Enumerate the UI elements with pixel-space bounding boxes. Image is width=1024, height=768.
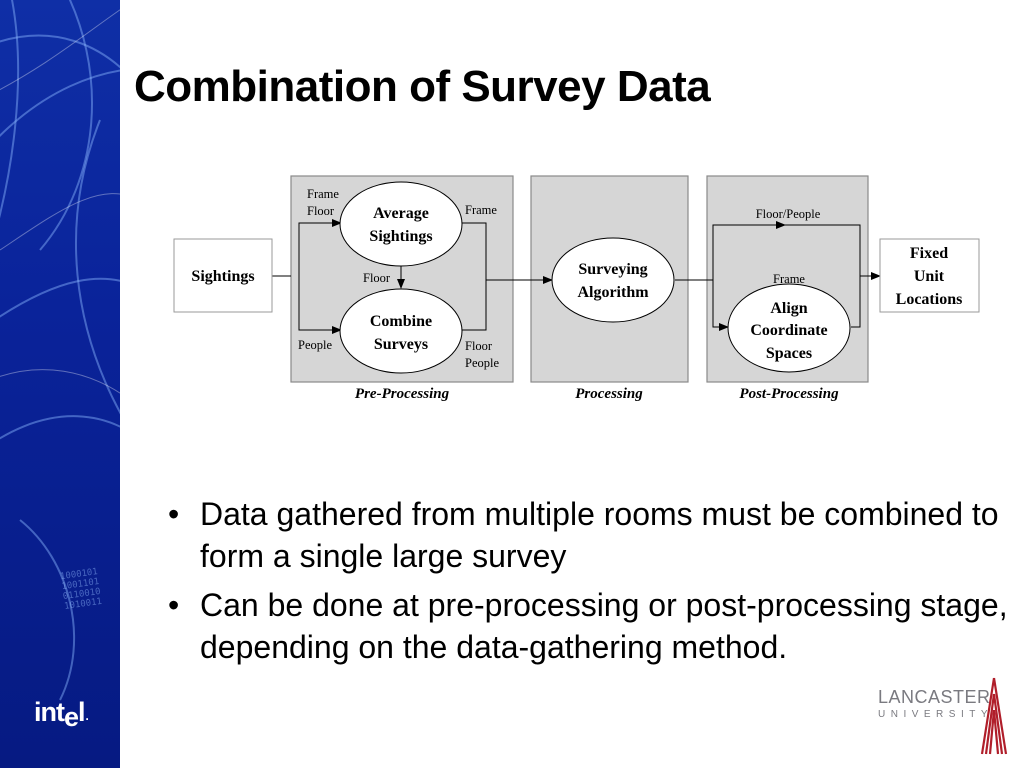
stage-label-post-processing: Post-Processing — [739, 386, 839, 402]
stage-label-processing: Processing — [575, 386, 643, 402]
swirl-decoration — [0, 0, 120, 701]
bullet-glyph: • — [168, 496, 180, 532]
edge-label-frame-post: Frame — [773, 272, 805, 286]
slide-title: Combination of Survey Data — [134, 62, 711, 111]
node-combine-surveys: Combine Surveys — [339, 288, 463, 374]
bullet-list: • Data gathered from multiple rooms must… — [168, 493, 1008, 675]
stage-label-pre-processing: Pre-Processing — [355, 386, 450, 402]
edge-label-frame: Frame — [307, 187, 339, 201]
svg-text:Fixed: Fixed — [910, 245, 948, 262]
edge-label-floor: Floor — [307, 204, 335, 218]
edge-label-floor-down: Floor — [363, 271, 391, 285]
svg-text:Locations: Locations — [896, 291, 963, 308]
svg-text:Surveying: Surveying — [578, 261, 647, 278]
svg-text:Combine: Combine — [370, 313, 432, 330]
bullet-text: Can be done at pre-processing or post-pr… — [200, 587, 1008, 665]
node-surveying-algorithm: Surveying Algorithm — [551, 237, 675, 323]
svg-text:Spaces: Spaces — [766, 345, 812, 362]
edge-label-people: People — [298, 338, 332, 352]
edge-label-floor-people: Floor/People — [756, 207, 821, 221]
svg-text:Average: Average — [373, 205, 429, 222]
flow-diagram: Sightings Average Sightings Combine Surv… — [173, 175, 980, 402]
svg-text:Align: Align — [770, 300, 807, 317]
bullet-glyph: • — [168, 587, 180, 623]
svg-text:Surveys: Surveys — [374, 336, 428, 353]
edge-pre-loop — [462, 222, 487, 331]
bullet-item: • Data gathered from multiple rooms must… — [168, 493, 1008, 577]
edge-from-align — [851, 276, 861, 328]
bullet-item: • Can be done at pre-processing or post-… — [168, 584, 1008, 668]
university-name: LANCASTER — [878, 687, 991, 707]
svg-text:Sightings: Sightings — [369, 228, 432, 245]
lancaster-mark-icon — [980, 677, 1008, 755]
edge-label-people-out: People — [465, 356, 499, 370]
intel-logo: intel. — [34, 697, 89, 732]
binary-pattern: 1000101 1001101 0110010 1010011 — [59, 567, 103, 612]
node-sightings: Sightings — [173, 238, 273, 313]
svg-text:Unit: Unit — [914, 268, 945, 285]
sightings-label: Sightings — [191, 268, 254, 285]
svg-text:Algorithm: Algorithm — [577, 284, 649, 301]
edge-post-top-out — [785, 224, 861, 276]
edge-label-floor-out: Floor — [465, 339, 493, 353]
svg-text:Coordinate: Coordinate — [750, 322, 827, 339]
edge-post-top-in — [712, 221, 786, 280]
edge-to-combine — [298, 276, 342, 334]
node-align-coordinate-spaces: Align Coordinate Spaces — [727, 283, 851, 373]
node-fixed-unit-locations: Fixed Unit Locations — [879, 238, 980, 313]
edge-to-align — [712, 280, 729, 331]
node-average-sightings: Average Sightings — [339, 181, 463, 267]
lancaster-university-logo: LANCASTER UNIVERSITY — [872, 676, 1022, 756]
university-subtitle: UNIVERSITY — [878, 709, 994, 720]
edges — [272, 219, 881, 334]
bullet-text: Data gathered from multiple rooms must b… — [200, 496, 999, 574]
sidebar-decoration: 1000101 1001101 0110010 1010011 intel. — [0, 0, 120, 768]
edge-to-average — [298, 219, 342, 276]
edge-label-frame-out: Frame — [465, 203, 497, 217]
